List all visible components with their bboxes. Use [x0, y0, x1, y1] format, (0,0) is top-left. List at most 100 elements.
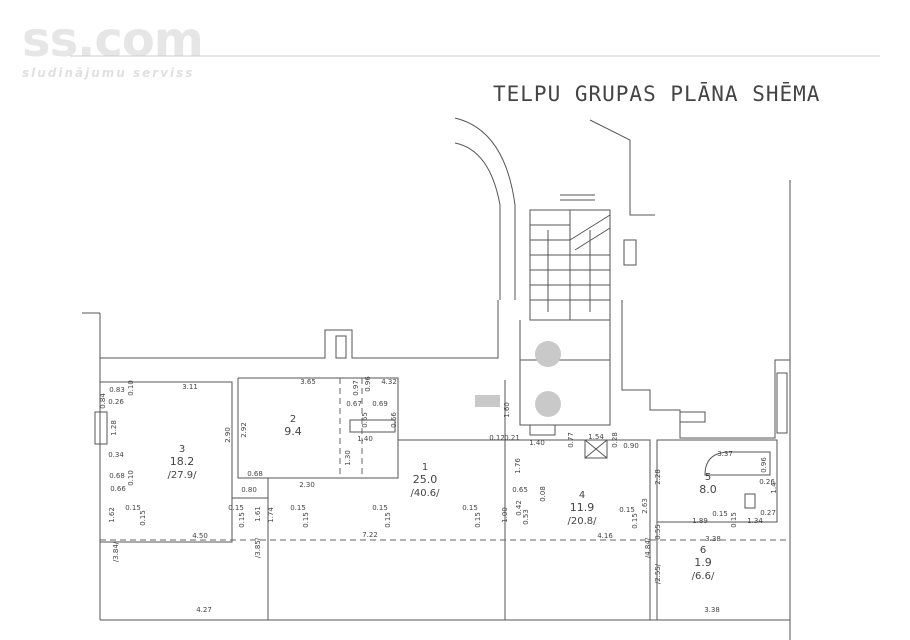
dimension-label: 2.28: [654, 469, 662, 485]
dimension-label: 0.26: [759, 478, 775, 486]
dimension-label: 0.15: [228, 504, 244, 512]
dimension-label: 1.61: [254, 506, 262, 522]
dashed-boundaries: [100, 378, 790, 541]
dimension-label: 1.40: [357, 435, 373, 443]
dimension-label: /3.84/: [112, 541, 120, 562]
room-area: 8.0: [699, 483, 717, 496]
room-area: 9.4: [284, 425, 302, 438]
dimension-label: 2.92: [240, 422, 248, 438]
dimension-label: 0.15: [712, 510, 728, 518]
dimension-label: 0.66: [110, 485, 126, 493]
room-total-area: /6.6/: [692, 571, 715, 582]
room-area: 25.0: [413, 473, 438, 486]
room-area: 18.2: [170, 455, 195, 468]
dimension-label: 0.15: [290, 504, 306, 512]
dimension-label: 0.90: [623, 442, 639, 450]
dimension-label: 1.30: [344, 450, 352, 466]
dimension-label: 0.15: [125, 504, 141, 512]
dimension-label: 0.15: [372, 504, 388, 512]
dimension-label: 7.22: [362, 531, 378, 539]
dimension-label: 0.68: [109, 472, 125, 480]
dimension-label: 0.34: [108, 451, 124, 459]
dimension-label: 0.27: [760, 509, 776, 517]
dimension-label: 0.28: [611, 432, 619, 448]
dimension-label: 4.50: [192, 532, 208, 540]
dimension-label: 0.42: [515, 500, 523, 516]
dimension-label: 0.68: [247, 470, 263, 478]
room-area: 11.9: [570, 501, 595, 514]
dimension-label: 0.65: [512, 486, 528, 494]
room-number: 3: [179, 444, 185, 455]
dimension-label: 1.40: [529, 439, 545, 447]
dimension-label: 0.15: [619, 506, 635, 514]
dimension-label: 0.15: [474, 512, 482, 528]
watermark-brand: ss.com: [22, 12, 204, 68]
dimension-label: 0.15: [384, 512, 392, 528]
dimension-label: 0.15: [631, 513, 639, 529]
dimension-label: 3.38: [705, 535, 721, 543]
dimension-label: 0.96: [760, 457, 768, 473]
dimension-label: 3.37: [717, 450, 733, 458]
dimension-label: /2.55/: [654, 563, 662, 584]
dimension-label: 0.67: [346, 400, 362, 408]
dimension-label: /3.85/: [254, 537, 262, 558]
dimension-label: 4.27: [196, 606, 212, 614]
room-total-area: /40.6/: [410, 488, 440, 499]
plan-title: TELPU GRUPAS PLĀNA SHĒMA: [493, 82, 821, 106]
dimension-label: 0.10: [127, 380, 135, 396]
room-labels: 125.0/40.6/29.4318.2/27.9/411.9/20.8/58.…: [167, 414, 716, 582]
dimension-label: 0.15: [238, 512, 246, 528]
watermark-tagline: sludinājumu serviss: [22, 66, 195, 80]
dimension-label: 1.00: [501, 507, 509, 523]
room-area: 1.9: [694, 556, 712, 569]
room-total-area: /20.8/: [567, 516, 597, 527]
dimension-label: 0.15: [302, 512, 310, 528]
dimension-label: 0.97: [352, 380, 360, 396]
dimension-label: 1.62: [108, 507, 116, 523]
dimension-label: 0.10: [127, 470, 135, 486]
dimension-label: 0.15: [462, 504, 478, 512]
dimension-label: 3.38: [704, 606, 720, 614]
dimension-label: 3.11: [182, 383, 198, 391]
dimension-label: 2.63: [641, 498, 649, 514]
dimension-label: 0.96: [364, 376, 372, 392]
dimension-label: 0.26: [108, 398, 124, 406]
dimension-label: 0.65: [361, 412, 369, 428]
dimension-label: /4.84/: [644, 537, 652, 558]
dimension-label: 0.15: [730, 512, 738, 528]
dimension-label: 1.4: [770, 482, 778, 494]
dimension-label: 0.12: [489, 434, 505, 442]
dimension-label: 2.90: [224, 427, 232, 443]
dimension-label: 0.69: [372, 400, 388, 408]
dimension-label: 0.53: [522, 509, 530, 525]
dimension-label: 1.74: [267, 507, 275, 523]
room-total-area: /27.9/: [167, 470, 197, 481]
dimension-label: 1.34: [747, 517, 763, 525]
dimension-label: 0.15: [139, 510, 147, 526]
room-number: 6: [700, 545, 706, 556]
dimension-label: 0.77: [567, 432, 575, 448]
dimension-label: 0.83: [109, 386, 125, 394]
room-number: 5: [705, 472, 711, 483]
dimension-label: 4.16: [597, 532, 613, 540]
dimension-label: 0.55: [654, 524, 662, 540]
columns: [475, 341, 561, 417]
dimension-label: 2.30: [299, 481, 315, 489]
dimension-label: 1.28: [110, 420, 118, 436]
dimension-label: 0.66: [390, 412, 398, 428]
dimension-label: 1.60: [503, 402, 511, 418]
dimension-label: 1.89: [692, 517, 708, 525]
dimension-label: 0.08: [539, 486, 547, 502]
room-number: 4: [579, 490, 585, 501]
dimension-label: 1.54: [588, 433, 604, 441]
dimension-label: 0.21: [504, 434, 520, 442]
dimension-label: 0.80: [241, 486, 257, 494]
dimension-label: 1.76: [514, 458, 522, 474]
walls: [70, 55, 880, 640]
dimension-label: 0.84: [99, 393, 107, 409]
room-number: 2: [290, 414, 296, 425]
dimension-label: 3.65: [300, 378, 316, 386]
